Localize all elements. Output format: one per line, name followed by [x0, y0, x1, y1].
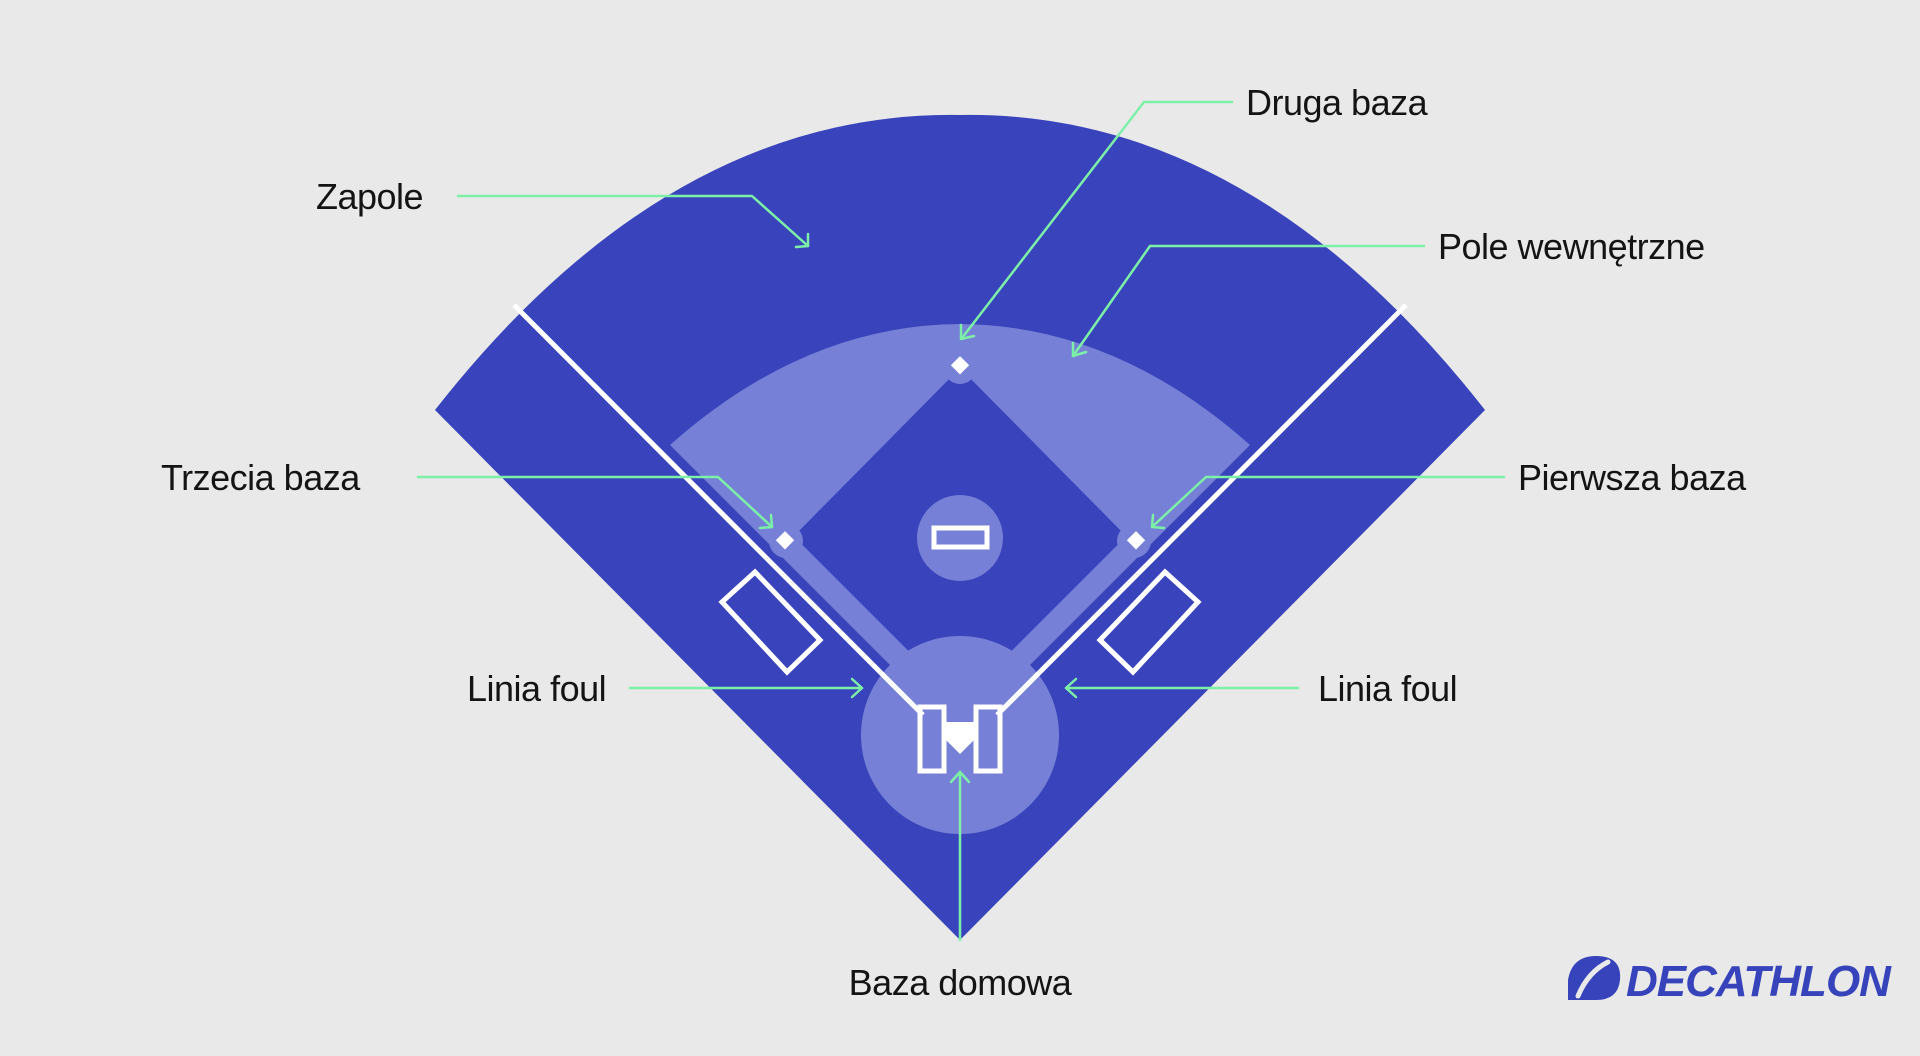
- label-second-base: Druga baza: [1246, 82, 1429, 123]
- brand-name: DECATHLON: [1626, 957, 1892, 1006]
- dugout-left: [718, 568, 824, 676]
- label-infield: Pole wewnętrzne: [1438, 226, 1705, 267]
- label-foul-line-left: Linia foul: [467, 668, 606, 709]
- base-path-first-home: [1007, 534, 1144, 671]
- label-foul-line-right: Linia foul: [1318, 668, 1457, 709]
- batters-box-left: [917, 704, 947, 774]
- arrowhead-home-plate: [949, 770, 971, 784]
- foul-line-right: [995, 303, 1408, 717]
- decathlon-logo: DECATHLON: [1568, 956, 1893, 1006]
- arrowhead-foul-left: [850, 677, 864, 699]
- leader-infield: [1071, 244, 1426, 358]
- dugout-right: [1096, 568, 1202, 676]
- label-first-base: Pierwsza baza: [1518, 457, 1747, 498]
- second-base: [950, 356, 970, 375]
- label-home-plate: Baza domowa: [849, 962, 1073, 1003]
- arrowhead-third-base: [758, 513, 774, 530]
- leader-third-base: [416, 475, 774, 529]
- batters-box-right: [973, 704, 1003, 774]
- first-base: [1126, 531, 1146, 550]
- base-path-third-home: [776, 534, 913, 671]
- leader-lines: [416, 100, 1506, 942]
- foul-line-left: [512, 303, 925, 717]
- third-base: [775, 531, 795, 550]
- home-plate: [946, 722, 974, 754]
- arrowhead-first-base: [1150, 513, 1166, 530]
- decathlon-logo-icon: [1568, 956, 1621, 1000]
- pitchers-plate: [931, 525, 990, 550]
- arrowhead-foul-right: [1064, 677, 1078, 699]
- pitchers-mound: [917, 495, 1003, 581]
- leader-first-base: [1150, 475, 1506, 529]
- arrowhead-second-base: [959, 323, 976, 341]
- label-outfield: Zapole: [316, 176, 423, 217]
- arrowhead-infield: [1071, 341, 1088, 358]
- leader-second-base: [960, 100, 1234, 340]
- leader-outfield: [456, 194, 810, 248]
- arrowhead-outfield: [794, 232, 810, 249]
- label-third-base: Trzecia baza: [161, 457, 361, 498]
